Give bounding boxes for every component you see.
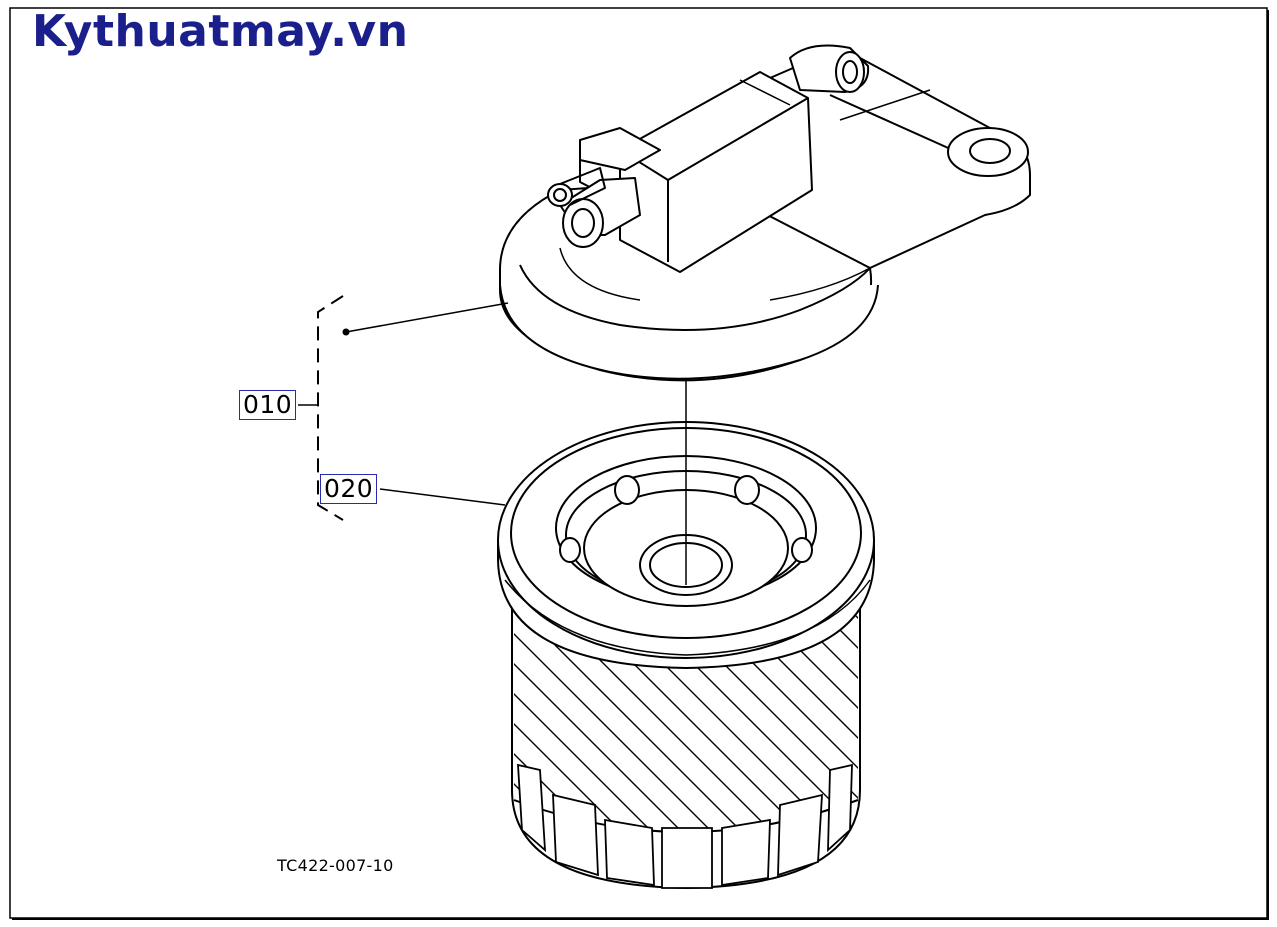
filter-head bbox=[499, 44, 1031, 382]
leader-line-head bbox=[345, 302, 509, 333]
drawing-code: TC422-007-10 bbox=[277, 856, 394, 875]
callout-020[interactable]: 020 bbox=[320, 474, 378, 504]
watermark-logo: Kythuatmay.vn bbox=[32, 6, 409, 57]
leader-line-020 bbox=[379, 488, 506, 506]
filter-cartridge bbox=[497, 421, 875, 890]
callout-010[interactable]: 010 bbox=[239, 390, 297, 420]
